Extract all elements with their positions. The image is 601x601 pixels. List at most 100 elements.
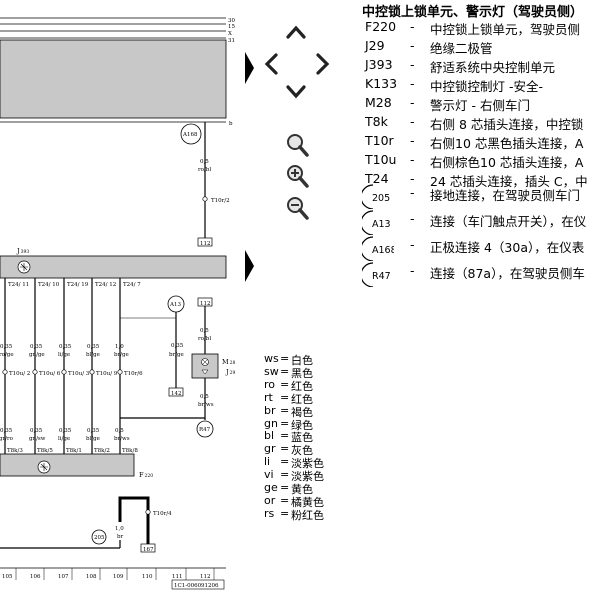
legend-desc: 右侧10 芯黑色插头连接，A [430, 136, 584, 151]
connector-205 [91, 529, 107, 545]
wire-color: br/ws [114, 436, 130, 442]
label-j393: J393 [16, 247, 29, 255]
ref-167: 167 [143, 547, 154, 553]
color-abbr: vi [264, 468, 274, 482]
color-abbr: rs [264, 506, 275, 520]
plug-label: T10u/ 2 [9, 371, 30, 377]
plug-t10r2: T10r/2 [211, 198, 230, 204]
color-abbr: or [264, 493, 276, 507]
wire-size: 1,0 [115, 526, 124, 532]
legend-dash: - [410, 211, 415, 226]
collapse-panel-icon[interactable] [244, 50, 256, 86]
color-equals: = [280, 468, 290, 482]
arrow-up-icon[interactable] [285, 24, 307, 40]
color-equals: = [280, 442, 290, 456]
arrow-left-icon[interactable] [263, 52, 279, 76]
wire-size: 0,35 [87, 428, 100, 434]
legend-code: T24 [365, 171, 389, 186]
color-name: 灰色 [291, 444, 313, 458]
connector-circle-icon: A168 [362, 236, 394, 261]
legend-desc: 绝缘二极管 [430, 41, 493, 56]
legend-dash: - [410, 19, 415, 34]
pin-label: T24/ 12 [95, 282, 116, 288]
wiring-diagram: 30 15 X 31 b A168 0,5 ro/bl T10r/2 112 J… [0, 17, 236, 590]
plug-label: T10r/6 [124, 371, 143, 377]
legend-code: R47 [372, 271, 391, 282]
pin-label: T8k/3 [7, 448, 23, 454]
bus-label-b: b [229, 121, 233, 127]
ruler-number: 112 [200, 574, 211, 580]
wire-size: 0,5 [115, 428, 124, 434]
legend-desc: 24 芯插头连接，插头 C，中 [430, 174, 588, 189]
pin-label: T8k/2 [94, 448, 110, 454]
legend-code: A168 [372, 245, 394, 256]
color-equals: = [280, 416, 290, 430]
wire-color: gn/sw [29, 436, 46, 442]
color-name: 黑色 [291, 366, 313, 380]
legend-dash: - [410, 263, 415, 278]
color-name: 白色 [291, 354, 313, 367]
plug-label: T10u/ 3 [68, 371, 90, 377]
wire-color: li/ge [58, 352, 70, 358]
wire-color: br/ge [114, 352, 129, 358]
color-name: 粉红色 [291, 508, 324, 522]
wire-color: gn/ge [29, 352, 45, 358]
legend-code: T10u [365, 152, 397, 167]
arrow-right-icon[interactable] [315, 52, 331, 76]
wire-color: ro/bl [198, 336, 211, 342]
ruler-number: 106 [30, 574, 41, 580]
ruler-number: 110 [142, 574, 153, 580]
connector-circle-icon: A13 [362, 210, 391, 235]
color-equals: = [280, 429, 290, 443]
pin-label: T24/ 19 [67, 282, 89, 288]
fuse-panel [0, 39, 227, 119]
wire-size: 0,5 [200, 159, 209, 165]
legend-code: T10r [365, 133, 394, 148]
arrow-down-icon[interactable] [285, 84, 307, 100]
plug-label: T10u/ 6 [39, 371, 61, 377]
color-name: 红色 [291, 392, 313, 406]
color-abbr: br [264, 403, 276, 417]
color-equals: = [280, 481, 290, 494]
legend-title: 中控锁上锁单元、警示灯（驾驶员侧） [362, 5, 584, 20]
legend-code: F220 [365, 19, 397, 34]
legend-dash: - [410, 152, 415, 167]
zoom-out-icon[interactable] [284, 195, 310, 221]
control-unit-j393 [0, 255, 227, 279]
legend-desc: 接地连接，在驾驶员侧车门 [430, 188, 581, 203]
connector-a13-label: A13 [169, 302, 181, 308]
ruler-number: 108 [86, 574, 97, 580]
wire-size: 0,35 [59, 428, 72, 434]
plug-label: T10u/ 9 [96, 371, 118, 377]
color-abbr: gr [264, 442, 276, 456]
wire-color: gr/ro [0, 436, 14, 442]
color-abbr: li [264, 455, 271, 469]
color-name: 淡紫色 [291, 457, 324, 471]
wire-size: 0,5 [200, 328, 209, 334]
wire-color: br [117, 534, 124, 540]
color-abbr: rt [264, 390, 273, 404]
zoom-fit-icon[interactable] [284, 132, 310, 158]
wire-color: bl/ge [86, 436, 100, 442]
ref-112-mid: 112 [200, 301, 211, 307]
ruler-number: 107 [58, 574, 69, 580]
bus-label-30: 30 [228, 18, 235, 24]
zoom-in-icon[interactable] [284, 163, 310, 189]
color-equals: = [280, 455, 290, 469]
ref-112-top: 112 [200, 241, 211, 247]
ref-142: 142 [171, 391, 182, 397]
lock-unit-f220 [0, 453, 135, 477]
wire-color: ro/ge [0, 352, 14, 358]
pin-label: T24/ 10 [38, 282, 60, 288]
color-equals: = [280, 403, 290, 417]
color-equals: = [280, 390, 290, 404]
color-name: 蓝色 [291, 431, 313, 445]
label-j29: J29 [225, 368, 235, 376]
label-m28: M28 [222, 358, 236, 366]
expand-panel-icon[interactable] [244, 248, 256, 284]
color-equals: = [280, 364, 290, 378]
bus-lines [0, 17, 226, 39]
color-name: 橘黄色 [291, 495, 324, 509]
